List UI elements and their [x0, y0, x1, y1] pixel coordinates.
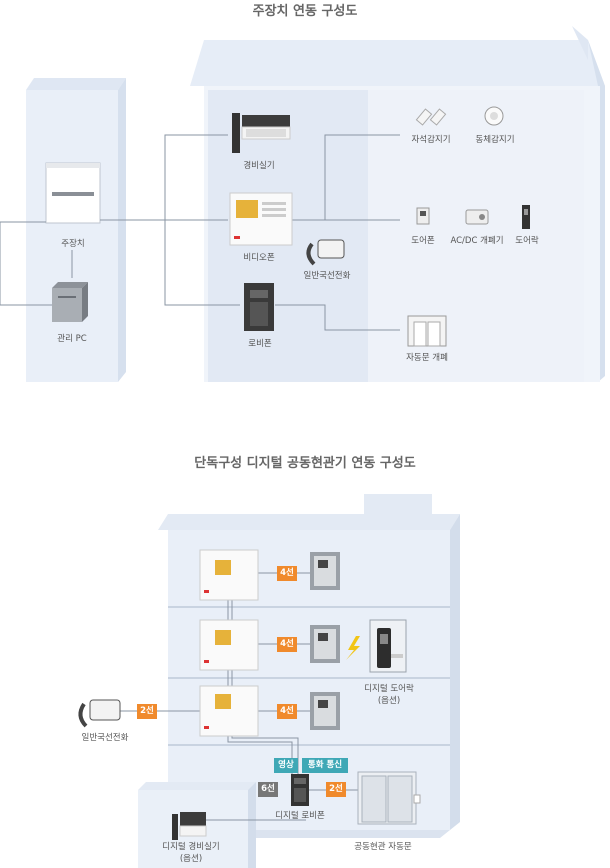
- video-badge: 영상: [274, 758, 298, 773]
- main-building: [190, 26, 605, 382]
- section1-lines: [0, 134, 400, 331]
- section2-general-phone-device: [78, 699, 121, 728]
- security-room-device: [232, 113, 291, 153]
- general-phone-label: 일반국선전화: [303, 271, 351, 281]
- digital-lobby-device: [291, 774, 309, 806]
- floor3-door-phone: [310, 552, 340, 590]
- auto-door-label: 자동문 개폐: [406, 353, 448, 363]
- security-room-label: 경비실기: [243, 161, 275, 171]
- common-auto-door-device: [357, 771, 421, 825]
- six-wire-badge: 6선: [258, 782, 278, 797]
- floor3-video-phone: [199, 549, 259, 601]
- left-tower: [26, 78, 126, 382]
- common-auto-door-label: 공동현관 자동문: [354, 842, 412, 852]
- floor1-wire-badge: 4선: [277, 704, 297, 719]
- magnetic-sensor-label: 자석감지기: [411, 135, 451, 145]
- floor1-door-phone: [310, 692, 340, 730]
- motion-sensor-label: 동체감지기: [475, 135, 515, 145]
- digital-security-device: [172, 812, 207, 840]
- auto-door-device: [407, 315, 447, 347]
- section1-title: 주장치 연동 구성도: [252, 4, 358, 19]
- motion-sensor-device: [484, 106, 504, 126]
- main-unit-label: 주장치: [61, 239, 85, 249]
- admin-pc-device: [52, 282, 88, 322]
- lightning-icon: [346, 636, 360, 660]
- door-phone-label: 도어폰: [411, 236, 435, 246]
- door-wire-badge: 2선: [326, 782, 346, 797]
- section2-title: 단독구성 디지털 공동현관기 연동 구성도: [194, 456, 416, 471]
- call-comm-badge: 통화 통신: [302, 758, 348, 773]
- admin-pc-label: 관리 PC: [57, 334, 87, 344]
- video-phone-label: 비디오폰: [243, 253, 275, 263]
- section2-general-phone-label: 일반국선전화: [81, 733, 129, 743]
- floor1-video-phone: [199, 685, 259, 737]
- digital-doorlock-device: [369, 619, 407, 673]
- phone-wire-badge: 2선: [137, 704, 157, 719]
- general-phone-device: [306, 239, 345, 266]
- door-lock-label: 도어락: [515, 236, 539, 246]
- digital-security-option-label: (옵션): [179, 854, 203, 864]
- acdc-opener-label: AC/DC 개폐기: [450, 236, 504, 246]
- digital-security-label: 디지털 경비실기: [162, 842, 220, 852]
- acdc-opener-device: [465, 209, 489, 225]
- floor3-wire-badge: 4선: [277, 566, 297, 581]
- digital-doorlock-option-label: (옵션): [377, 696, 401, 706]
- door-lock-device: [522, 205, 530, 229]
- video-phone-device: [229, 192, 293, 246]
- digital-doorlock-label: 디지털 도어락: [364, 684, 414, 694]
- lobby-phone-label: 로비폰: [248, 339, 272, 349]
- door-phone-device: [416, 207, 430, 225]
- magnetic-sensor-device: [415, 108, 447, 126]
- lobby-phone-device: [244, 283, 274, 331]
- floor2-wire-badge: 4선: [277, 637, 297, 652]
- floor2-door-phone: [310, 625, 340, 663]
- main-unit-device: [45, 162, 101, 224]
- floor2-video-phone: [199, 619, 259, 671]
- digital-lobby-label: 디지털 로비폰: [275, 811, 325, 821]
